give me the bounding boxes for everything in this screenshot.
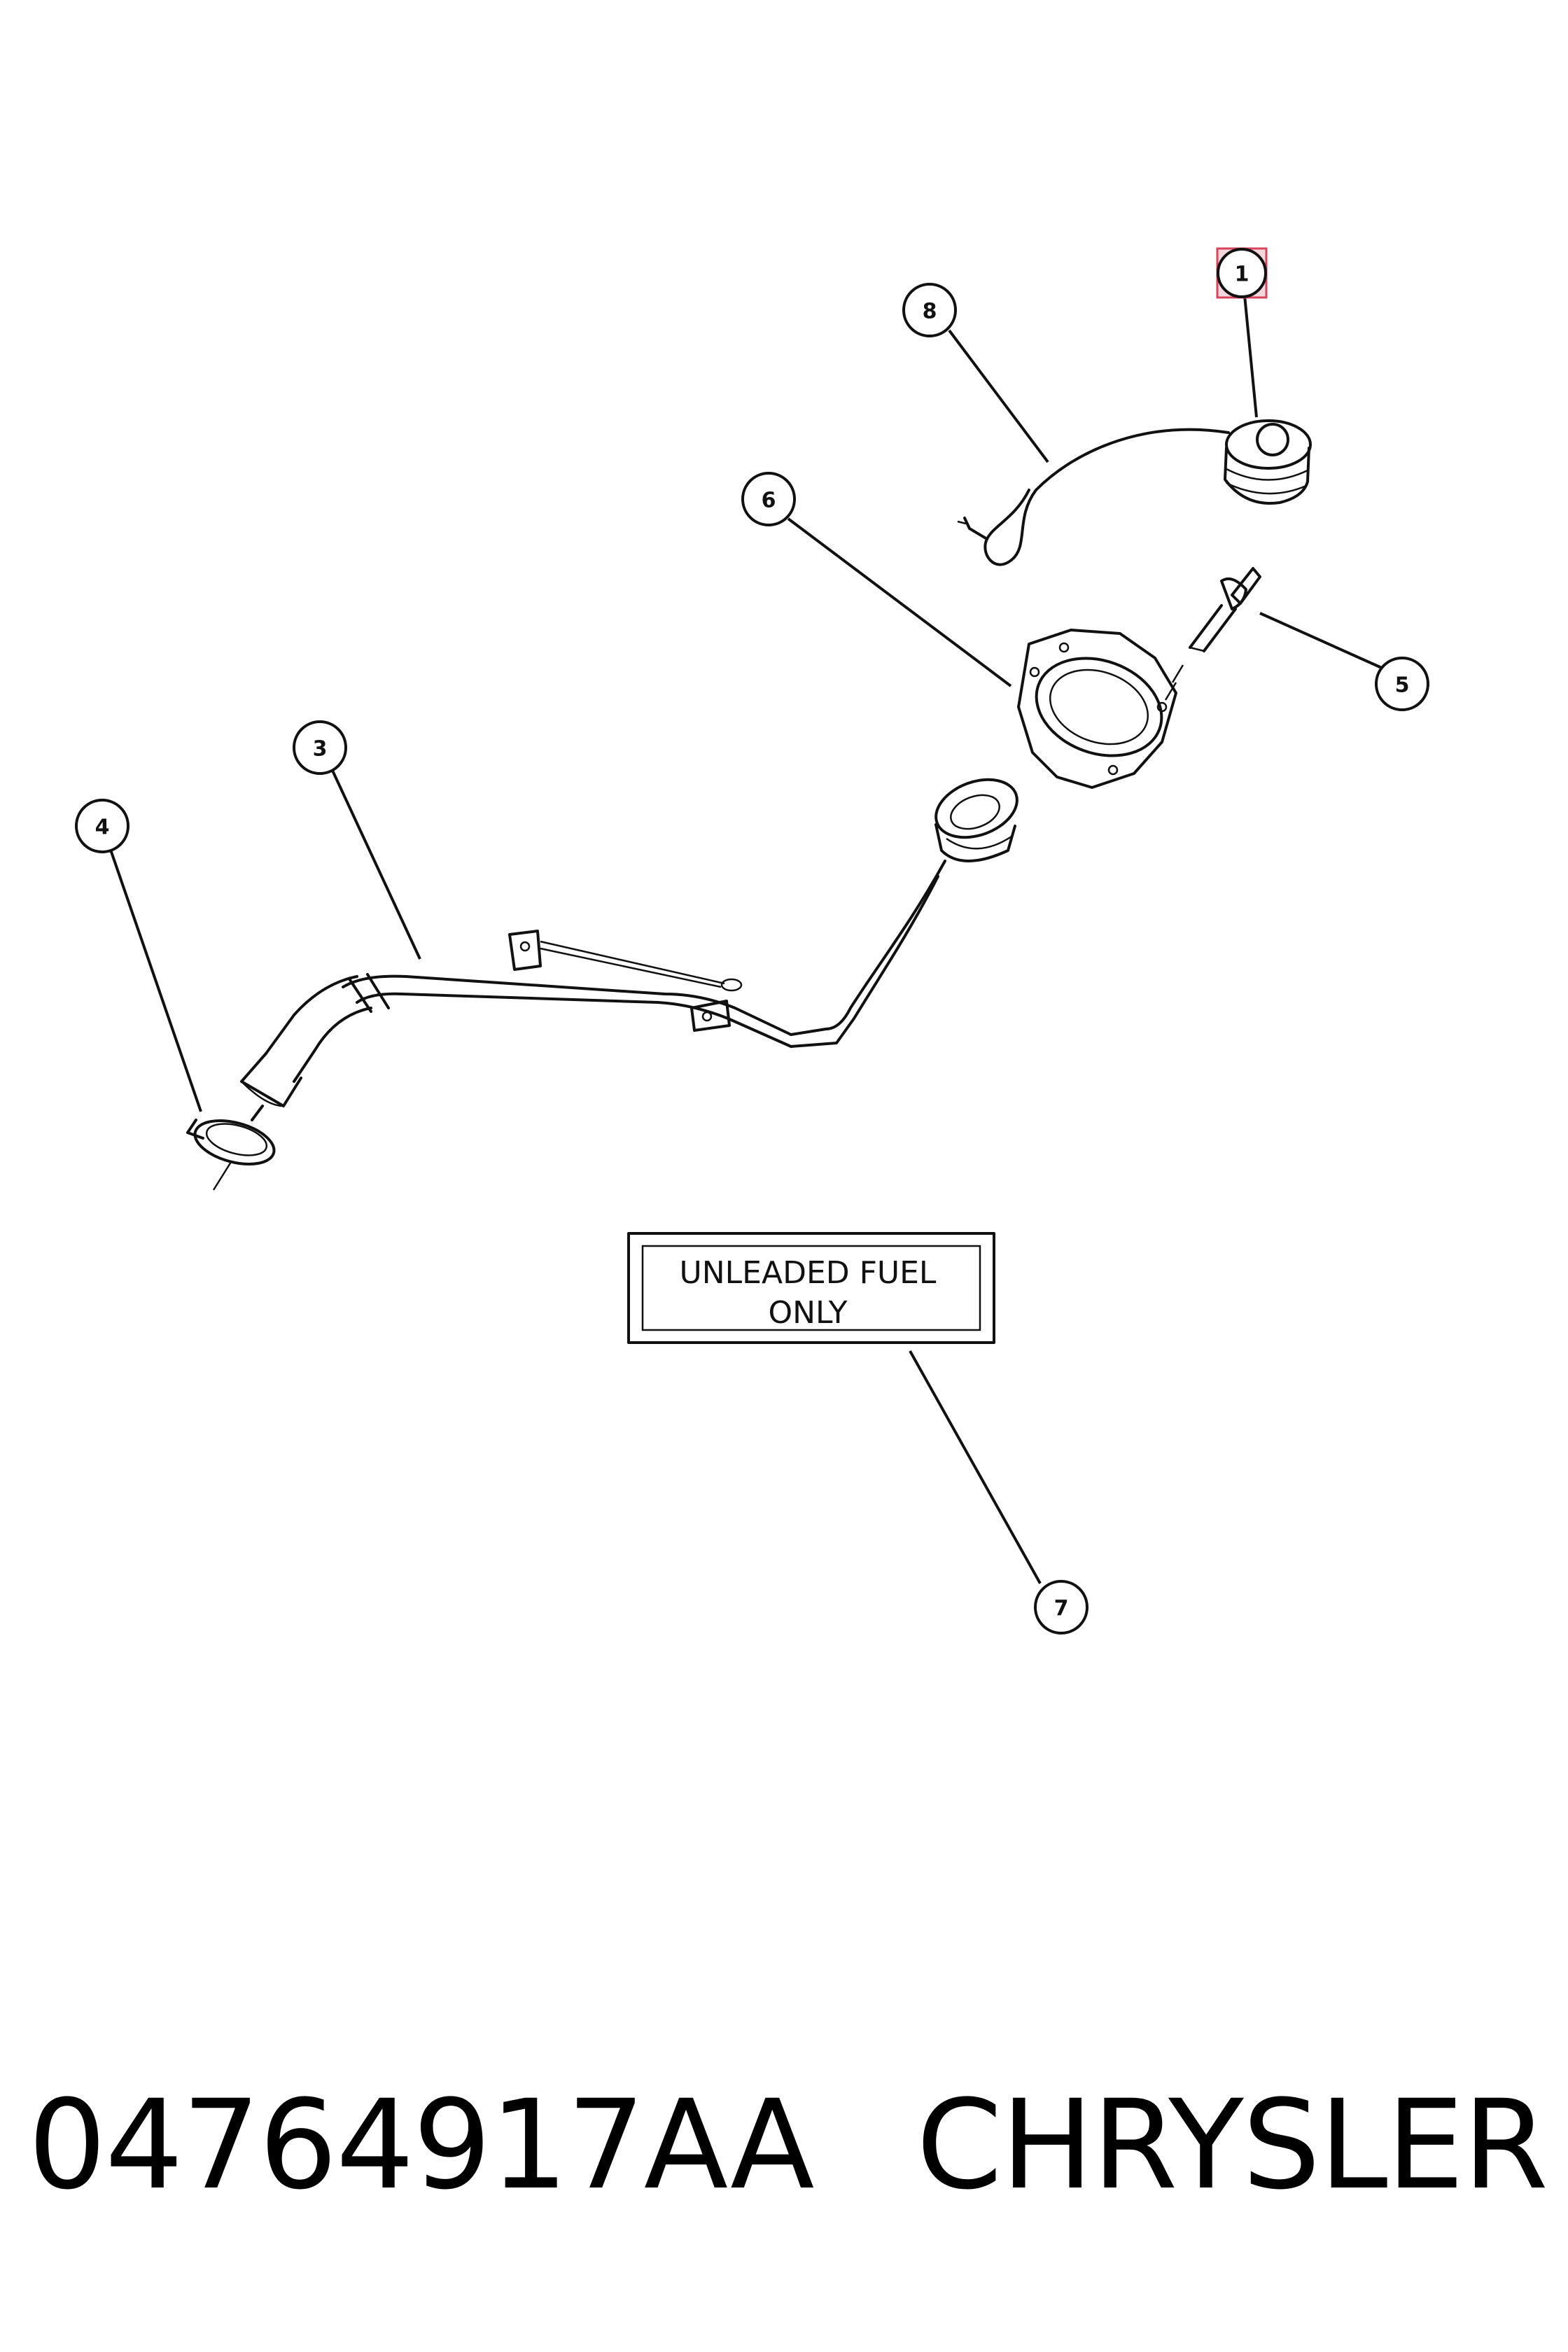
callout-4-label: 4 bbox=[95, 816, 110, 840]
callout-1-label: 1 bbox=[1235, 262, 1250, 287]
label-line-2: ONLY bbox=[768, 1295, 847, 1331]
callout-5-label: 5 bbox=[1395, 673, 1410, 698]
fuel-cap bbox=[1224, 419, 1312, 505]
callout-3[interactable]: 3 bbox=[293, 720, 347, 775]
leader-8 bbox=[948, 329, 1049, 463]
leader-6 bbox=[787, 517, 1012, 687]
leader-5 bbox=[1259, 612, 1384, 670]
leader-3 bbox=[328, 762, 421, 960]
fuel-door-housing bbox=[1017, 629, 1177, 789]
hose-clamp bbox=[186, 1119, 276, 1191]
callout-8[interactable]: 8 bbox=[902, 283, 957, 337]
leader-7 bbox=[909, 1350, 1042, 1584]
callout-8-label: 8 bbox=[923, 300, 937, 324]
cap-tether bbox=[957, 428, 1230, 566]
footer: 04764917AA CHRYSLER bbox=[28, 2068, 1548, 2222]
callout-7-label: 7 bbox=[1054, 1597, 1069, 1621]
unleaded-fuel-label: UNLEADED FUEL ONLY bbox=[627, 1232, 995, 1344]
filler-tube bbox=[240, 778, 1018, 1121]
leader-1 bbox=[1243, 295, 1258, 418]
callout-1[interactable]: 1 bbox=[1216, 247, 1268, 299]
callout-4[interactable]: 4 bbox=[75, 799, 130, 853]
part-number: 04764917AA bbox=[28, 2073, 815, 2217]
callout-7[interactable]: 7 bbox=[1034, 1580, 1088, 1634]
screw bbox=[1164, 567, 1261, 701]
label-line-1: UNLEADED FUEL bbox=[680, 1255, 937, 1291]
callout-6-label: 6 bbox=[762, 489, 776, 513]
brand-name: CHRYSLER bbox=[916, 2073, 1548, 2217]
callout-3-label: 3 bbox=[313, 737, 328, 762]
callout-6[interactable]: 6 bbox=[741, 472, 796, 526]
callout-5[interactable]: 5 bbox=[1375, 657, 1429, 711]
leader-4 bbox=[109, 849, 202, 1112]
leader-lines bbox=[109, 295, 1384, 1584]
